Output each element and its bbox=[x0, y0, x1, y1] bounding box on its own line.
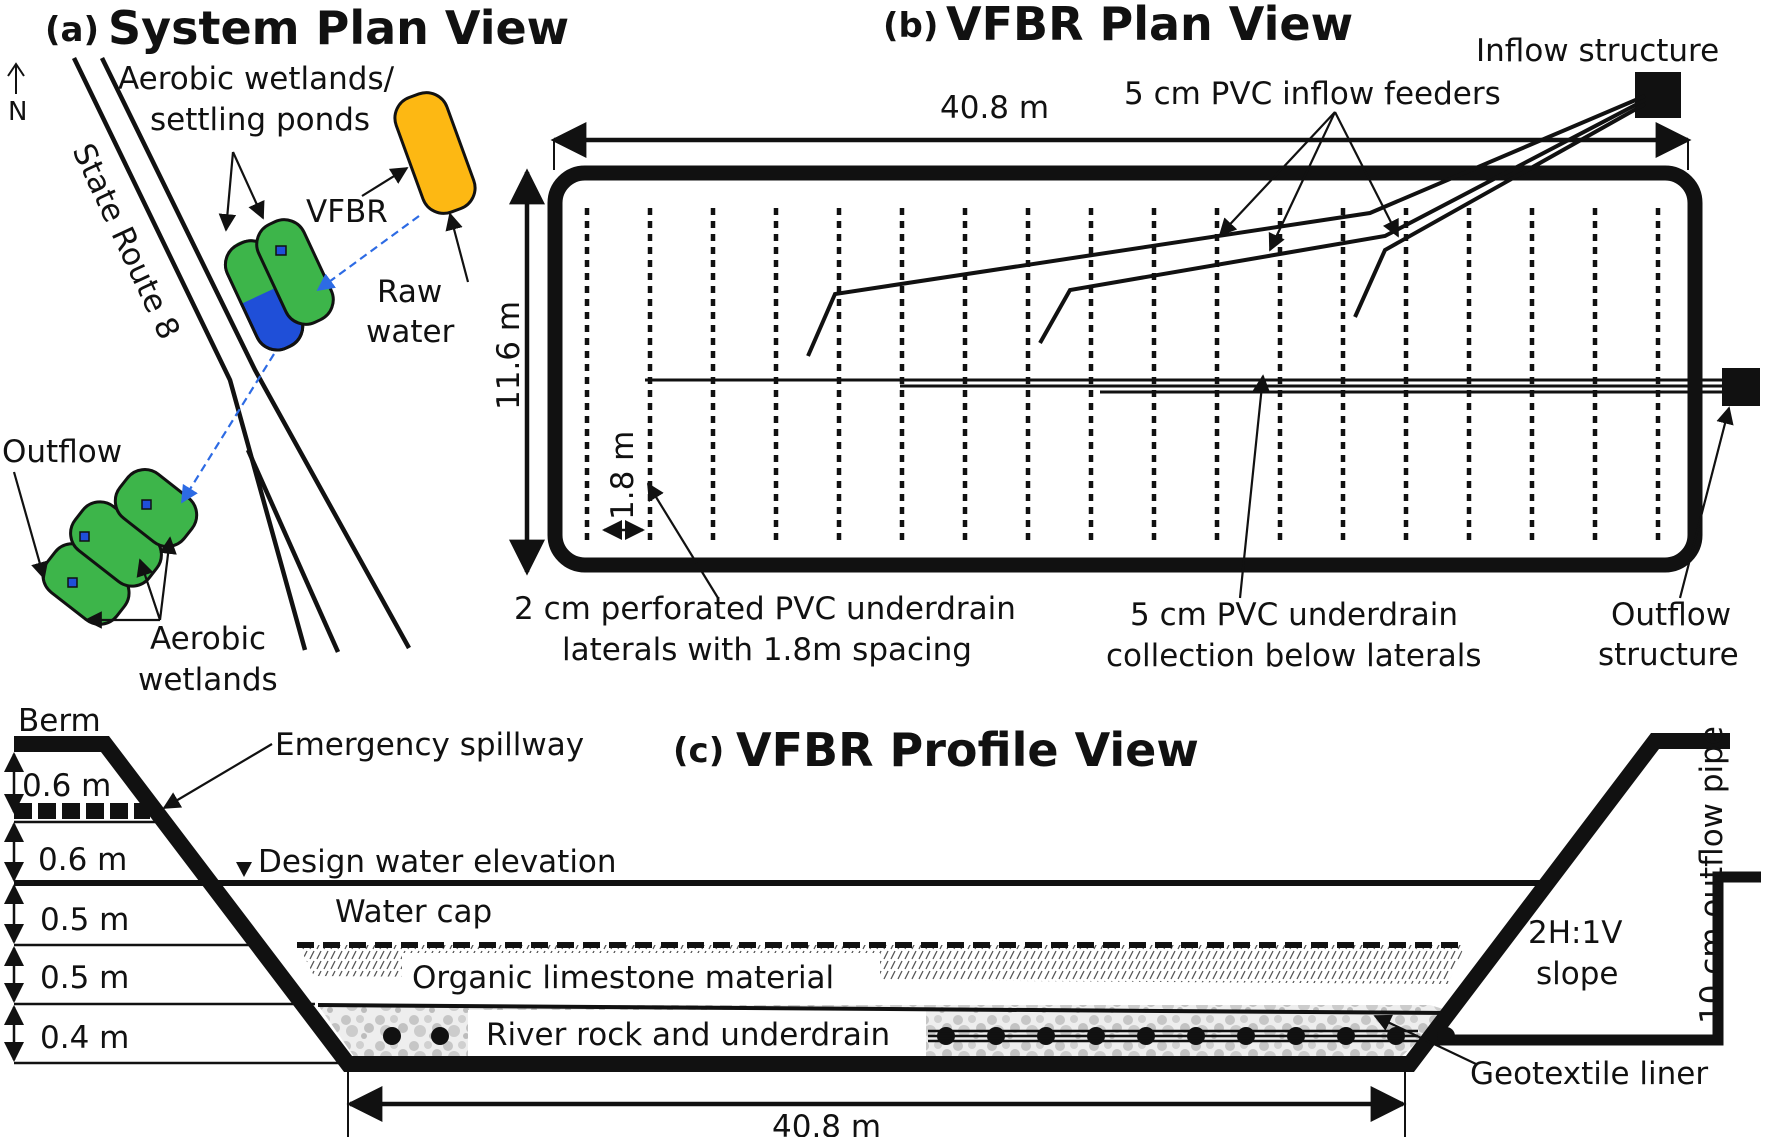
laterals-label-2: laterals with 1.8m spacing bbox=[562, 632, 972, 668]
panel-a-title: System Plan View bbox=[108, 1, 569, 55]
aerobic2-label-1: Aerobic bbox=[150, 621, 266, 657]
vfbr-basin-outline bbox=[547, 165, 1703, 573]
basin-profile bbox=[14, 733, 1730, 1072]
depth-label-2: 0.6 m bbox=[38, 842, 127, 878]
spacing-label: 1.8 m bbox=[605, 431, 641, 520]
underdrain-pipe-dot bbox=[1437, 1027, 1455, 1045]
underdrain-pipe-lines bbox=[928, 1029, 1418, 1043]
river-rock-label-bg bbox=[468, 1010, 926, 1056]
settling-ponds bbox=[223, 218, 335, 352]
inflow-structure-box bbox=[1635, 72, 1681, 118]
underdrain-pipe-dot bbox=[383, 1027, 401, 1045]
width-label: 11.6 m bbox=[491, 301, 527, 410]
outflow-structure-box bbox=[1722, 368, 1760, 406]
slope-label-1: 2H:1V bbox=[1528, 915, 1622, 951]
outflow-label: Outflow bbox=[2, 434, 122, 470]
water-level-triangle-icon bbox=[236, 862, 252, 877]
depth-label-4: 0.5 m bbox=[40, 960, 129, 996]
panel-a: (a) System Plan View N State Route 8 Aer… bbox=[2, 1, 569, 698]
north-label: N bbox=[8, 97, 27, 127]
panel-a-prefix: (a) bbox=[45, 10, 99, 50]
collection-label-2: collection below laterals bbox=[1106, 638, 1481, 674]
outflow-pipe-shape bbox=[1425, 871, 1761, 1046]
outflow-structure-label-2: structure bbox=[1598, 637, 1739, 673]
inflow-structure-label: Inflow structure bbox=[1476, 33, 1719, 69]
panel-b-prefix: (b) bbox=[883, 6, 938, 46]
raw-water-label-2: water bbox=[366, 314, 455, 350]
aerobic2-label-2: wetlands bbox=[138, 662, 278, 698]
organic-label-bg bbox=[402, 953, 880, 998]
depth-label-3: 0.5 m bbox=[40, 902, 129, 938]
geotextile-leader bbox=[1373, 1014, 1477, 1065]
outflow-structure-label-1: Outflow bbox=[1611, 597, 1731, 633]
slope-label-2: slope bbox=[1536, 956, 1618, 992]
aerobic-label-2: settling ponds bbox=[150, 102, 370, 138]
bottom-length-label: 40.8 m bbox=[772, 1109, 881, 1137]
geotextile-liner-line bbox=[317, 1003, 1451, 1015]
panel-b-leader-arrows bbox=[647, 111, 1734, 599]
collection-pipe bbox=[645, 378, 1735, 394]
collection-label-1: 5 cm PVC underdrain bbox=[1130, 597, 1458, 633]
layer-boundaries bbox=[14, 820, 1540, 1065]
panel-b-title: VFBR Plan View bbox=[946, 0, 1353, 51]
berm-label: Berm bbox=[18, 703, 101, 739]
panel-a-flow-arrows bbox=[181, 215, 420, 504]
inflow-feeders-label: 5 cm PVC inflow feeders bbox=[1124, 76, 1501, 112]
aerobic-label-1: Aerobic wetlands/ bbox=[118, 61, 395, 97]
geotextile-label: Geotextile liner bbox=[1470, 1056, 1708, 1092]
inflow-feeder-pipes bbox=[806, 94, 1646, 357]
laterals-label-1: 2 cm perforated PVC underdrain bbox=[514, 591, 1016, 627]
outflow-pipe-label: 10 cm outflow pipe bbox=[1694, 726, 1730, 1024]
vfbr-pond bbox=[393, 91, 477, 215]
underdrain-pipe-dot bbox=[431, 1027, 449, 1045]
panel-c: (c) VFBR Profile View bbox=[4, 703, 1761, 1141]
north-arrow-icon bbox=[7, 62, 25, 94]
depth-label-5: 0.4 m bbox=[40, 1020, 129, 1056]
state-route-road bbox=[71, 57, 411, 653]
aerobic-wetland-cells bbox=[41, 468, 199, 626]
depth-label-1: 0.6 m bbox=[22, 768, 111, 804]
design-water-label: Design water elevation bbox=[258, 844, 617, 880]
underdrain-laterals bbox=[584, 208, 1661, 540]
length-label: 40.8 m bbox=[940, 90, 1049, 126]
water-cap-label: Water cap bbox=[335, 894, 492, 930]
river-rock-label: River rock and underdrain bbox=[486, 1017, 890, 1053]
panel-c-title: VFBR Profile View bbox=[736, 723, 1199, 777]
vfbr-label: VFBR bbox=[306, 194, 388, 230]
panel-c-prefix: (c) bbox=[673, 731, 724, 771]
organic-label: Organic limestone material bbox=[412, 960, 834, 996]
spillway-label: Emergency spillway bbox=[275, 727, 584, 763]
panel-a-leader-arrows bbox=[12, 151, 470, 629]
panel-b: (b) VFBR Plan View Inflow structure 5 cm… bbox=[491, 0, 1760, 674]
spillway-leader bbox=[162, 743, 273, 809]
raw-water-label-1: Raw bbox=[377, 274, 442, 310]
